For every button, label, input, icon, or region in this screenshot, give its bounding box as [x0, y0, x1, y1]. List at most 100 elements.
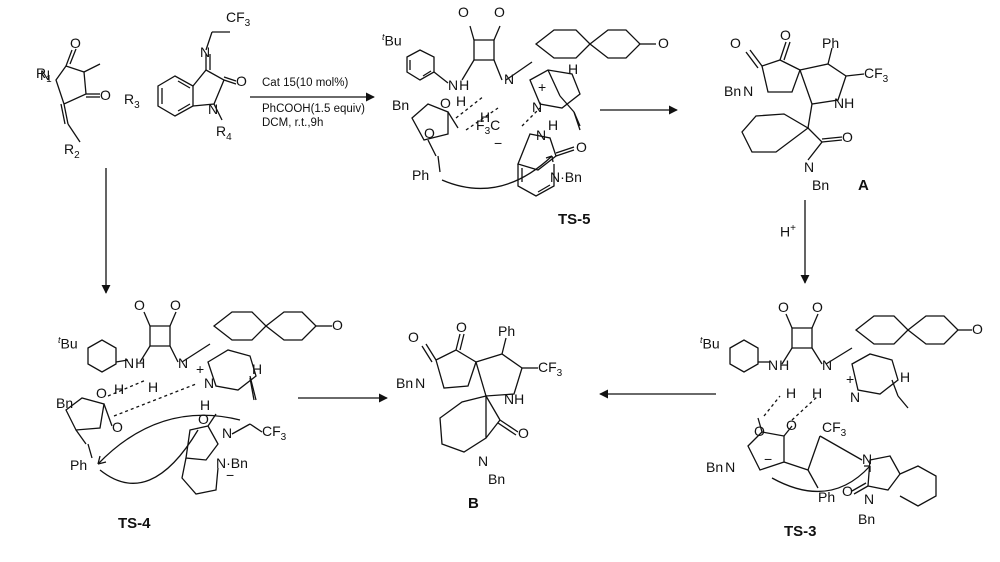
h-ts5-quin: H — [568, 61, 579, 77]
h-plus-reagent: H+ — [780, 224, 796, 239]
n-text: N — [448, 77, 459, 93]
bn-text-b: Bn — [396, 375, 414, 391]
o-ts5-oh: O — [440, 95, 451, 111]
cf3-ts4: CF3 — [262, 424, 286, 443]
cf3-sub-ts4: 3 — [280, 431, 287, 443]
cf3-b: CF3 — [538, 360, 562, 379]
f3-subscript: 3 — [484, 125, 491, 137]
tbu-ts4: tBu — [58, 336, 78, 351]
cf3-label-r2: CF3 — [226, 10, 250, 29]
o-ts4-isatin: O — [198, 411, 209, 427]
c-text: C — [490, 117, 501, 133]
r4-label: R4 — [216, 124, 232, 143]
minus-ts3: − — [764, 451, 773, 467]
o-isatin-label: O — [236, 73, 247, 89]
ph-ts5: Ph — [412, 167, 430, 183]
minus-ts5: − — [494, 135, 503, 151]
o-ts4-3: O — [112, 419, 123, 435]
o-ts5-2: O — [494, 4, 505, 20]
n-b-bottom: N — [478, 453, 489, 469]
cf3-sub-b: 3 — [556, 367, 563, 379]
h-ts4-quin: H — [252, 361, 263, 377]
o-b-1: O — [408, 329, 419, 345]
product-b-label: B — [468, 495, 479, 512]
h-ts3-2: H — [786, 385, 797, 401]
o-ts3-1: O — [778, 299, 789, 315]
nh-a: NH — [834, 95, 855, 111]
nh-ts3-1: NH — [768, 358, 789, 372]
tbu-label-ts5: tBu — [382, 33, 402, 48]
o-ts3-4: O — [786, 417, 797, 433]
bu-text-ts4: Bu — [60, 335, 78, 352]
n-ts3-2: N — [822, 357, 833, 373]
n-ts3-isatin: N — [864, 491, 875, 507]
ome-ts3: O — [972, 321, 983, 337]
plus-superscript: + — [790, 223, 796, 234]
cf3-ts3: CF3 — [822, 420, 846, 439]
o-b-3: O — [518, 425, 529, 441]
cf3-a: CF3 — [864, 66, 888, 85]
bn-a-bottom: Bn — [812, 177, 830, 193]
n-label: N — [40, 67, 51, 83]
r1-label: R1 — [36, 66, 52, 85]
f3c-ts5: F3C — [476, 118, 500, 137]
h-ts4-3: H — [200, 397, 211, 413]
bn-ts5: Bn — [392, 97, 410, 113]
o-ts4-oh: O — [96, 385, 107, 401]
reactant-pyrrolidinedione — [55, 48, 101, 143]
o-label-2: O — [100, 87, 111, 103]
r4-subscript: 4 — [226, 131, 232, 143]
r3-subscript: 3 — [134, 99, 140, 111]
ts5-structure — [406, 25, 656, 197]
o-a-1: O — [730, 35, 741, 51]
h-ts5-oh: H — [456, 93, 467, 109]
nbn-ts4: N·Bn — [216, 455, 248, 471]
r3-label: R3 — [124, 92, 140, 111]
product-b-structure — [421, 333, 538, 453]
nh-ts5-1: NH — [448, 78, 469, 92]
cf3-subscript: 3 — [244, 17, 251, 29]
cf-text-ts4: CF — [262, 423, 281, 439]
n-text-b: N — [415, 375, 426, 391]
tbu-ts3: tBu — [700, 336, 720, 351]
ome-ts5: O — [658, 35, 669, 51]
o-ts4-1: O — [134, 297, 145, 313]
ts5-label: TS-5 — [558, 211, 591, 228]
r-label: R — [36, 65, 47, 81]
f-text: F — [476, 117, 485, 133]
t-superscript: t — [382, 32, 385, 42]
o-label-1: O — [70, 35, 81, 51]
bn-ts3-bottom: Bn — [858, 511, 876, 527]
reactant-isatin-ketimine — [157, 31, 237, 121]
h-plus-text: H — [780, 223, 791, 240]
t-sup-ts4: t — [58, 335, 61, 345]
ts4-structure — [65, 311, 332, 495]
n-ts3-quin: N — [850, 389, 861, 405]
n-ts4-quin: N — [204, 375, 215, 391]
r1-subscript: 1 — [46, 73, 52, 85]
plus-ts3: + — [846, 371, 855, 387]
cf-text-a: CF — [864, 65, 883, 81]
r2-label: R2 — [64, 142, 80, 161]
n-text-ts3: N — [725, 459, 736, 475]
cf-text: CF — [226, 9, 245, 25]
r-label-r3: R — [124, 91, 135, 107]
o-ts3-isatin: O — [842, 483, 853, 499]
n-imine-label: N — [200, 44, 211, 60]
condition-catalyst: Cat 15(10 mol%) — [262, 77, 349, 89]
bu-text-ts3: Bu — [702, 335, 720, 352]
ph-ts3: Ph — [818, 489, 836, 505]
r-label-r4: R — [216, 123, 227, 139]
n-ts5-imine: N — [536, 127, 547, 143]
o-ts5-isatin: O — [576, 139, 587, 155]
cf-text-b: CF — [538, 359, 557, 375]
ts3-structure — [729, 313, 972, 507]
t-sup-ts3: t — [700, 335, 703, 345]
h-ts4-a: H — [135, 355, 146, 371]
n-ts5-quin: N — [532, 99, 543, 115]
n-ts4-2: N — [178, 355, 189, 371]
h-ts3-3: H — [812, 385, 823, 401]
